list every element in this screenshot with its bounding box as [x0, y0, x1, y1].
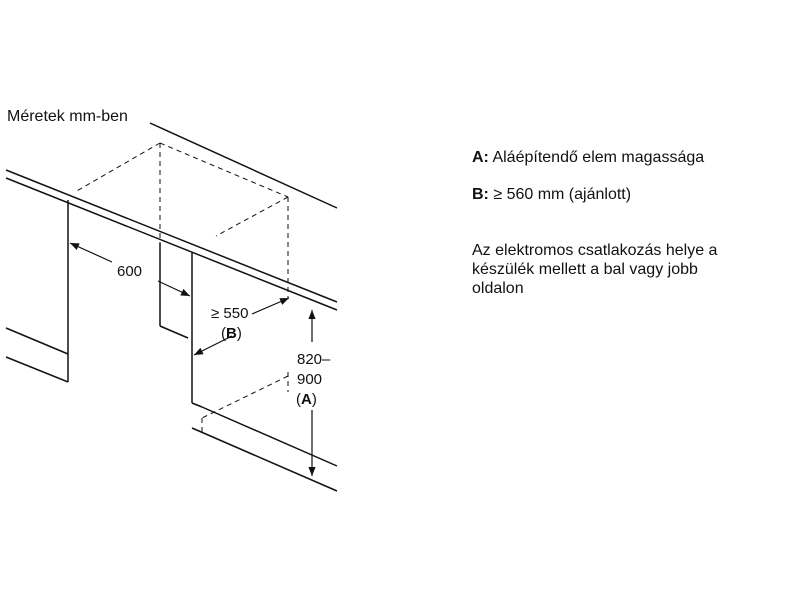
legend-a-key: A:	[472, 149, 489, 166]
niche-top-left-edge	[74, 142, 161, 193]
right-cabinet	[191, 253, 338, 492]
note-line-2: készülék mellett a bal vagy jobb	[472, 261, 698, 278]
niche-floor-diagonal	[201, 375, 289, 419]
legend-item-a: A: Aláépítendő elem magassága	[472, 148, 704, 167]
left-cabinet-top-line	[5, 327, 69, 355]
floor-line-lower	[191, 427, 338, 492]
height-value-line2: 900	[297, 371, 322, 388]
width-arrow-left	[69, 242, 113, 263]
depth-arrow-right	[251, 297, 290, 315]
legend-b-key: B:	[472, 186, 489, 203]
width-arrow-right	[157, 280, 191, 297]
legend-b-text: ≥ 560 mm (ajánlott)	[488, 186, 632, 203]
left-cabinet-bottom-line	[5, 356, 69, 383]
depth-arrow-left	[193, 335, 233, 356]
countertop-front-top-edge	[5, 169, 338, 303]
depth-key-label: (B)	[221, 325, 242, 342]
height-value-line1: 820–	[297, 351, 331, 368]
note-line-1: Az elektromos csatlakozás helye a	[472, 242, 718, 259]
width-value-label: 600	[117, 263, 142, 280]
depth-value-label: ≥ 550	[211, 305, 248, 322]
left-cabinet	[5, 200, 189, 383]
countertop-back-edge	[149, 122, 338, 209]
note-line-3: oldalon	[472, 280, 524, 297]
units-caption: Méretek mm-ben	[7, 108, 128, 125]
countertop	[5, 122, 338, 311]
legend-a-text: Aláépítendő elem magassága	[488, 149, 705, 166]
depth-dimension	[193, 297, 290, 356]
countertop-front-bottom-edge	[5, 177, 338, 311]
floor-line-upper	[201, 406, 338, 467]
height-key-label: (A)	[296, 391, 317, 408]
niche-top-right-edge	[215, 196, 289, 237]
right-cabinet-foot	[191, 402, 203, 408]
niche-outline	[74, 142, 289, 436]
width-dimension	[69, 242, 191, 297]
electrical-connection-note: Az elektromos csatlakozás helye a készül…	[472, 241, 772, 298]
niche-top-back-edge	[159, 142, 289, 198]
left-cabinet-inner-bottom	[159, 325, 189, 339]
legend-item-b: B: ≥ 560 mm (ajánlott)	[472, 185, 631, 204]
